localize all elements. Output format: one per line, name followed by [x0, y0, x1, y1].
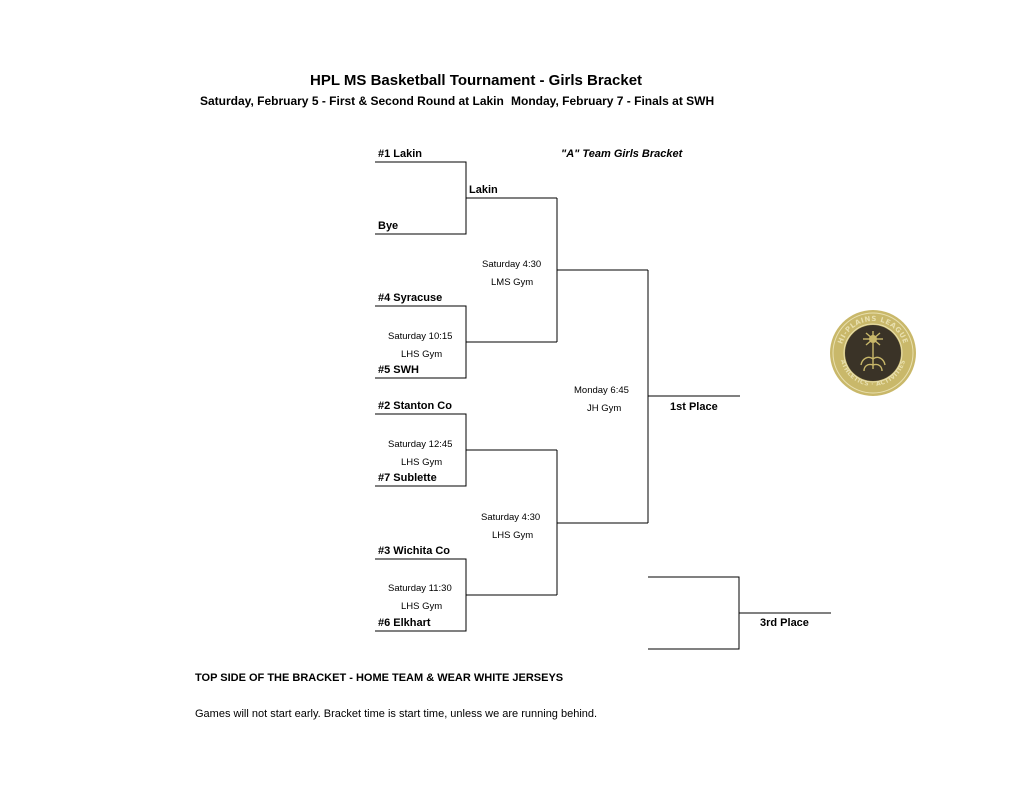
home-team-note: TOP SIDE OF THE BRACKET - HOME TEAM & WE…: [195, 672, 564, 684]
game-36-time: Saturday 11:30: [388, 583, 452, 594]
start-time-note: Games will not start early. Bracket time…: [195, 708, 598, 720]
game-45-place: LHS Gym: [401, 349, 443, 360]
semi-bottom-time: Saturday 4:30: [481, 512, 541, 523]
bracket-line-third: [648, 576, 740, 650]
first-place-label: 1st Place: [670, 401, 718, 413]
team-slot-1: #1 Lakin: [378, 148, 423, 160]
game-36-place: LHS Gym: [401, 601, 443, 612]
team-slot-6: #6 Elkhart: [378, 617, 431, 629]
semi-top-place: LMS Gym: [491, 277, 534, 288]
team-slot-5: #5 SWH: [378, 364, 419, 376]
first-round-info: Saturday, February 5 - First & Second Ro…: [200, 94, 504, 108]
team-slot-3: #3 Wichita Co: [378, 545, 451, 557]
game-27-place: LHS Gym: [401, 457, 443, 468]
league-seal-icon: HI-PLAINS LEAGUE ATHLETICS · ACTIVITIES: [830, 310, 916, 396]
team-slot-2: #2 Stanton Co: [378, 400, 452, 412]
semi-bottom-place: LHS Gym: [492, 530, 534, 541]
page-title: HPL MS Basketball Tournament - Girls Bra…: [310, 72, 643, 89]
game-27-time: Saturday 12:45: [388, 439, 453, 450]
third-place-label: 3rd Place: [760, 617, 809, 629]
bracket-label: "A" Team Girls Bracket: [561, 148, 683, 160]
team-slot-7: #7 Sublette: [378, 472, 437, 484]
team-slot-bye: Bye: [378, 220, 399, 232]
final-place: JH Gym: [587, 403, 622, 414]
team-slot-4: #4 Syracuse: [378, 292, 443, 304]
semi-top-time: Saturday 4:30: [482, 259, 542, 270]
winner-slot-1: Lakin: [469, 184, 498, 196]
finals-info: Monday, February 7 - Finals at SWH: [511, 94, 715, 108]
final-time: Monday 6:45: [574, 385, 629, 396]
game-45-time: Saturday 10:15: [388, 331, 453, 342]
